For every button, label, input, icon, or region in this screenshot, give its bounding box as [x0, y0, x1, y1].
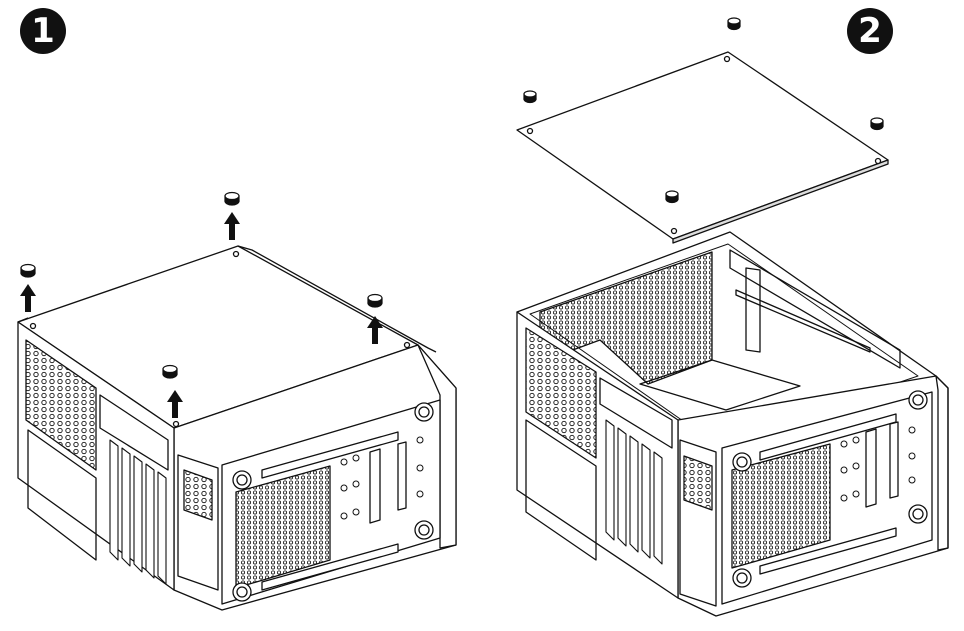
step2-case — [516, 231, 949, 617]
arrow-up-icon — [224, 212, 240, 240]
step-badge-2: 2 — [847, 8, 893, 54]
step2-top-panel — [516, 51, 889, 244]
rubber-foot-icon — [224, 191, 240, 206]
step1-corner-screws — [232, 402, 434, 602]
step1-expansion-slots — [109, 439, 167, 585]
rubber-foot-icon — [523, 90, 537, 104]
step1-side-mesh — [25, 339, 97, 471]
step1-top-screws — [29, 250, 411, 428]
rubber-foot-icon — [20, 263, 36, 278]
step-number-2: 2 — [858, 11, 882, 51]
arrow-up-icon — [167, 390, 183, 418]
arrow-up-icon — [367, 316, 383, 344]
step-number-1: 1 — [31, 11, 55, 51]
rubber-foot-icon — [162, 364, 178, 379]
step1-feet — [20, 191, 383, 379]
rubber-foot-icon — [665, 190, 679, 204]
step2-front-mesh — [731, 443, 831, 569]
step1-case — [17, 245, 457, 611]
rubber-foot-icon — [870, 117, 884, 131]
step1-front-mesh — [235, 465, 331, 589]
step1-arrows — [20, 212, 383, 418]
step1-right-face — [417, 344, 457, 549]
arrow-up-icon — [20, 284, 36, 312]
rubber-foot-icon — [727, 17, 741, 31]
step-badge-1: 1 — [20, 8, 66, 54]
step2-feet — [523, 17, 884, 204]
rubber-foot-icon — [367, 293, 383, 308]
